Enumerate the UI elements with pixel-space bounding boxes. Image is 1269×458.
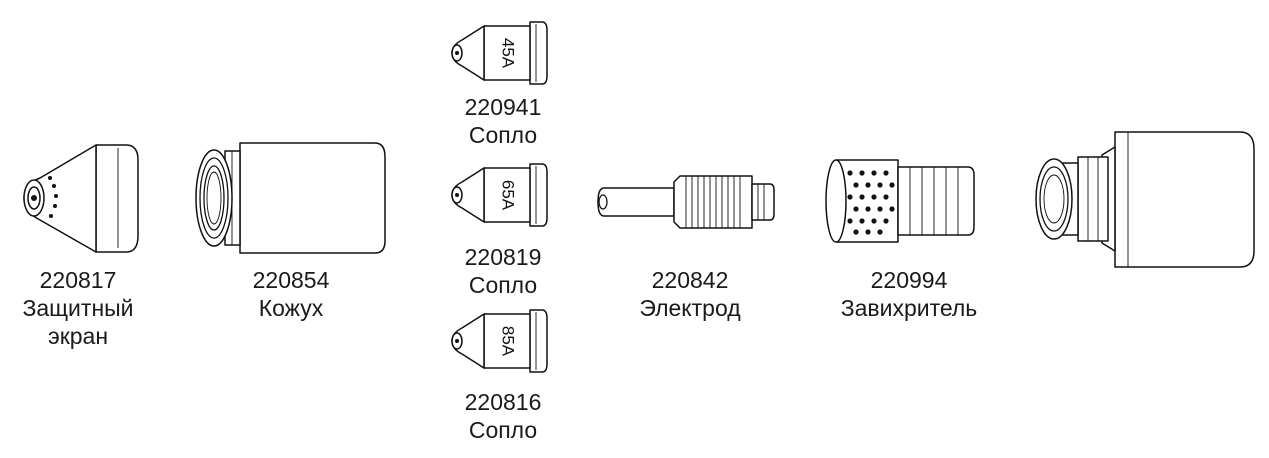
part-number: 220817: [39, 267, 117, 293]
nozzle-engraving: 65A: [499, 180, 518, 211]
part-name-line: Кожух: [258, 295, 324, 321]
nozzle-drawing: 85A: [451, 309, 548, 373]
retaining-cap-label: 220854 Кожух: [213, 266, 369, 322]
nozzle-45-label: 220941 Сопло: [438, 93, 568, 149]
electrode-part: [594, 168, 779, 243]
part-number: 220816: [464, 389, 542, 415]
part-number: 220854: [252, 267, 330, 293]
part-name-line: экран: [47, 323, 109, 349]
electrode-drawing: [597, 175, 775, 229]
nozzle-drawing: 65A: [451, 163, 548, 227]
part-number: 220819: [464, 244, 542, 270]
shield-label: 220817 Защитный экран: [0, 266, 156, 350]
part-number: 220842: [651, 267, 729, 293]
torch-head-part: [1030, 127, 1260, 277]
nozzle-engraving: 45A: [499, 38, 518, 69]
nozzle-85-label: 220816 Сопло: [438, 388, 568, 444]
part-name-line: Завихритель: [840, 295, 978, 321]
retaining-cap-drawing: [195, 142, 386, 254]
swirl-ring-label: 220994 Завихритель: [818, 266, 1000, 322]
part-name-line: Сопло: [468, 417, 538, 443]
torch-head-drawing: [1035, 131, 1255, 268]
nozzle-45-part: 45A: [448, 18, 558, 93]
part-number: 220994: [870, 267, 948, 293]
electrode-label: 220842 Электрод: [612, 266, 768, 322]
part-number: 220941: [464, 94, 542, 120]
shield-part: [18, 140, 143, 270]
nozzle-engraving: 85A: [499, 326, 518, 357]
swirl-ring-part: [818, 155, 978, 252]
part-name-line: Сопло: [468, 272, 538, 298]
swirl-ring-drawing: [825, 159, 975, 243]
nozzle-65-part: 65A: [448, 160, 558, 235]
nozzle-drawing: 45A: [451, 21, 548, 85]
nozzle-85-part: 85A: [448, 306, 558, 381]
retaining-cap-part: [190, 135, 390, 265]
part-name-line: Электрод: [639, 295, 741, 321]
nozzle-65-label: 220819 Сопло: [438, 243, 568, 299]
shield-drawing: [23, 144, 139, 253]
part-name-line: Сопло: [468, 122, 538, 148]
part-name-line: Защитный: [22, 295, 134, 321]
